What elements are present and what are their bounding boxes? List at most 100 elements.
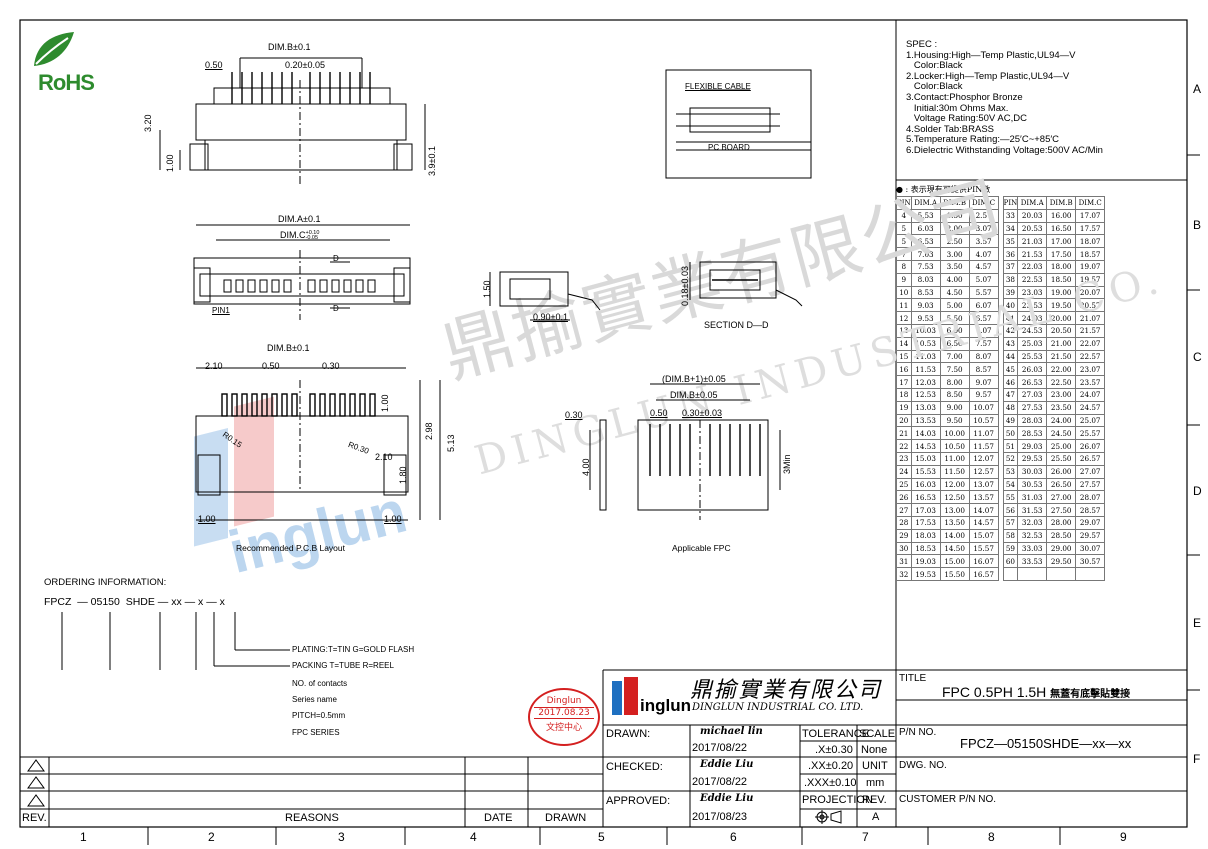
fpc-dim-050: 0.50 — [650, 408, 668, 418]
approved-date: 2017/08/23 — [692, 811, 748, 823]
pin-cell-dim-b: 27.00 — [1046, 490, 1077, 505]
pin-cell-dim-c: 29.07 — [1075, 515, 1106, 530]
pin-cell-dim-b: 7.50 — [939, 362, 970, 377]
pin-cell-dim-b: 14.00 — [939, 528, 970, 543]
pcb-dim-210-b: 2.10 — [375, 452, 393, 462]
company-logo-icon — [612, 677, 638, 715]
pcb-dim-180: 1.80 — [398, 466, 408, 484]
pin-cell-pin: 30 — [896, 541, 912, 556]
pin-cell-dim-b: 4.00 — [939, 272, 970, 287]
section-dd-drawing — [689, 261, 803, 307]
spec-line: 4.Solder Tab:BRASS — [906, 123, 995, 135]
pin-cell-pin: 46 — [1002, 375, 1019, 389]
pin-cell-dim-c: 11.57 — [968, 439, 999, 453]
pin-cell-gap — [997, 286, 1004, 299]
pin-cell-pin: 47 — [1002, 387, 1019, 402]
pin-cell-pin — [1002, 567, 1019, 581]
flexible-cable-label: FLEXIBLE CABLE — [685, 82, 751, 91]
tolerance-label: TOLERANCE — [802, 728, 870, 740]
pin-cell-dim-b: 27.50 — [1046, 503, 1077, 517]
pin-cell-gap — [997, 375, 1004, 389]
pin-cell-dim-b: 11.50 — [939, 464, 970, 479]
pin-cell-pin: 29 — [896, 528, 912, 543]
pin-cell-dim-b: 4.50 — [939, 285, 970, 300]
pin-cell-dim-a: 30.53 — [1017, 477, 1048, 492]
pin-cell-pin: 21 — [896, 426, 912, 441]
pin-cell-pin: 45 — [1002, 362, 1019, 377]
pin-cell-dim-b: 28.00 — [1046, 515, 1077, 530]
pin-cell-dim-a: 22.53 — [1017, 272, 1048, 287]
grid-row-a: A — [1193, 82, 1202, 96]
pin-cell-dim-c: 12.57 — [968, 464, 999, 479]
company-name-cn: 鼎揄實業有限公司 — [690, 678, 883, 703]
projection-label: PROJECTION — [802, 794, 873, 806]
dim-pin-width: 0.20±0.05 — [285, 60, 325, 70]
stamp-dept: 文控中心 — [545, 723, 582, 733]
revision-rev: REV. — [22, 812, 47, 824]
grid-col-8: 8 — [988, 830, 995, 844]
drawing-title-cn: 無蓋有底擊貼雙接 — [1050, 689, 1131, 700]
pin-cell-dim-a: 18.03 — [910, 528, 941, 543]
pin-cell-dim-a: 22.03 — [1017, 259, 1048, 274]
pin-cell-pin: 17 — [896, 375, 912, 389]
spec-line: Initial:30m Ohms Max. — [906, 102, 1009, 114]
pin-cell-dim-b: 28.50 — [1046, 528, 1077, 543]
pin-cell-dim-b: 21.50 — [1046, 349, 1077, 364]
pin-cell-dim-b: 12.50 — [939, 490, 970, 505]
pin-cell-dim-a: 32.53 — [1017, 528, 1048, 543]
pcb-dim-100: 1.00 — [380, 394, 390, 412]
grid-col-7: 7 — [862, 830, 869, 844]
pin-cell-dim-a: 16.03 — [910, 477, 941, 492]
pcb-dim-100-left: 1.00 — [198, 514, 216, 524]
pin-cell-dim-b: 17.50 — [1046, 247, 1077, 261]
grid-col-9: 9 — [1120, 830, 1127, 844]
pin-cell-pin: 48 — [1002, 400, 1019, 415]
approved-label: APPROVED: — [606, 795, 671, 807]
pin-cell-gap — [997, 439, 1004, 453]
pin-cell-gap — [997, 324, 1004, 338]
pin-cell-dim-a: 26.53 — [1017, 375, 1048, 389]
pin-cell-dim-a: 21.53 — [1017, 247, 1048, 261]
pin-cell-dim-b: 13.00 — [939, 503, 970, 517]
pin-cell-dim-c: 28.57 — [1075, 503, 1106, 517]
pin-cell-dim-b: 13.50 — [939, 515, 970, 530]
pcb-dim-b: DIM.B±0.1 — [267, 343, 310, 353]
pin-cell-dim-c: 24.57 — [1075, 400, 1106, 415]
pin-cell-dim-c: 23.07 — [1075, 362, 1106, 377]
grid-col-5: 5 — [598, 830, 605, 844]
tolerance-3: .XXX±0.10 — [804, 777, 857, 789]
pin-cell-dim-c: 27.57 — [1075, 477, 1106, 492]
pin-cell-dim-a: 28.53 — [1017, 426, 1048, 441]
pin-cell-dim-a: 12.53 — [910, 387, 941, 402]
pin-cell-dim-a: 32.03 — [1017, 515, 1048, 530]
pin-cell-dim-c: 28.07 — [1075, 490, 1106, 505]
pin-cell-gap — [997, 311, 1004, 325]
pin-cell-dim-c: 18.57 — [1075, 247, 1106, 261]
pcb-dim-050: 0.50 — [262, 361, 280, 371]
applicable-fpc-drawing — [589, 383, 781, 520]
pin-cell-dim-b: 25.50 — [1046, 451, 1077, 466]
stamp-date: 2017.08.23 — [534, 707, 594, 719]
pin-cell-pin: 11 — [896, 298, 912, 313]
pin-cell-gap — [997, 222, 1004, 235]
pin-cell-gap — [997, 426, 1004, 440]
grid-row-b: B — [1193, 218, 1202, 232]
pin-cell-dim-b: 24.50 — [1046, 426, 1077, 441]
scale-value: None — [861, 744, 888, 756]
ordering-leader-lines — [61, 612, 290, 670]
pin-cell-dim-a: 21.03 — [1017, 234, 1048, 249]
pin-cell-dim-a: 14.03 — [910, 426, 941, 441]
title-label: TITLE — [899, 673, 927, 684]
fpc-dim-b1: (DIM.B+1)±0.05 — [662, 374, 726, 384]
pin-cell-dim-a: 27.03 — [1017, 387, 1048, 402]
pin-cell-dim-a: 29.53 — [1017, 451, 1048, 466]
pin-cell-dim-c: 30.57 — [1075, 554, 1106, 569]
pin-cell-gap — [997, 490, 1004, 504]
dwg-label: DWG. NO. — [899, 760, 947, 771]
pin-cell-dim-b: 8.00 — [939, 375, 970, 389]
revision-date: DATE — [484, 812, 513, 824]
pc-board-label: PC BOARD — [708, 143, 750, 152]
pin-cell-pin: 28 — [896, 515, 912, 530]
